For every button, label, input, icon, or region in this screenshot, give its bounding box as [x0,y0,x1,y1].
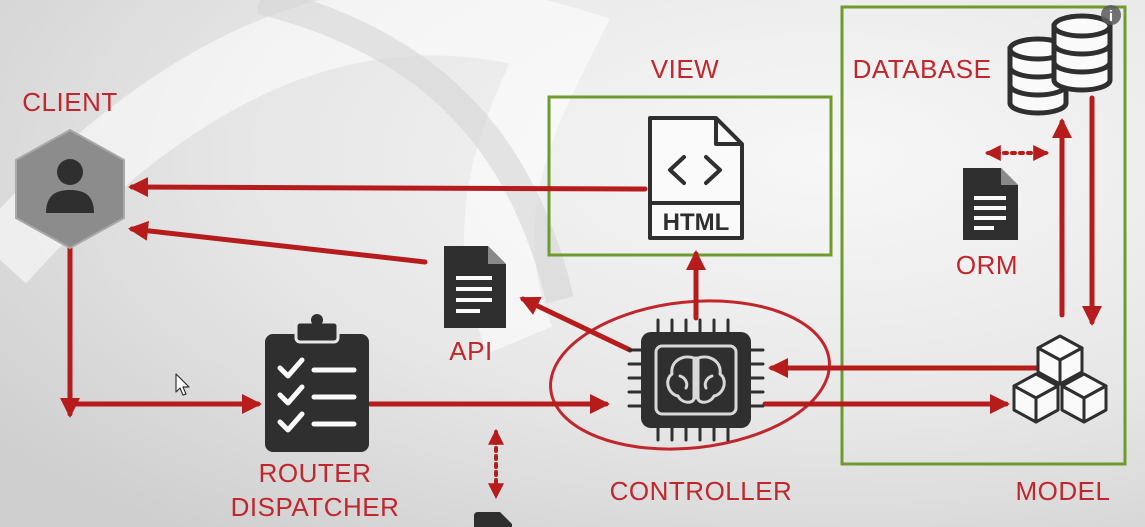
background-swoosh [0,0,610,354]
orm-label: ORM [956,250,1018,280]
html-document-icon: HTML [648,116,744,240]
controller-highlight-ellipse [549,299,831,451]
router-clipboard-icon [265,314,369,452]
orm-document-icon [963,168,1018,240]
client-icon [15,128,125,250]
model-cubes-icon [1012,334,1108,424]
arrow-api-to-client [128,220,428,265]
controller-chip-icon [627,318,765,442]
database-icon [1007,13,1113,116]
arrow-view-to-client [128,177,648,198]
arrow-controller-to-api [519,296,633,353]
client-label: CLIENT [22,87,117,117]
info-button[interactable]: i [1101,5,1121,25]
partial-document-icon [474,512,512,527]
api-label: API [449,336,492,366]
database-box [840,5,1127,466]
view-label: VIEW [651,54,719,84]
model-label: MODEL [1016,476,1111,506]
router-label-line2: DISPATCHER [231,492,400,522]
controller-label: CONTROLLER [610,476,793,506]
router-label-line1: ROUTER [259,458,372,488]
api-document-icon [444,246,506,328]
background-swoosh-shadow [256,0,574,304]
database-label: DATABASE [853,54,992,84]
html-badge-text: HTML [663,209,730,236]
mouse-cursor-icon [175,373,190,396]
info-icon: i [1109,8,1113,25]
